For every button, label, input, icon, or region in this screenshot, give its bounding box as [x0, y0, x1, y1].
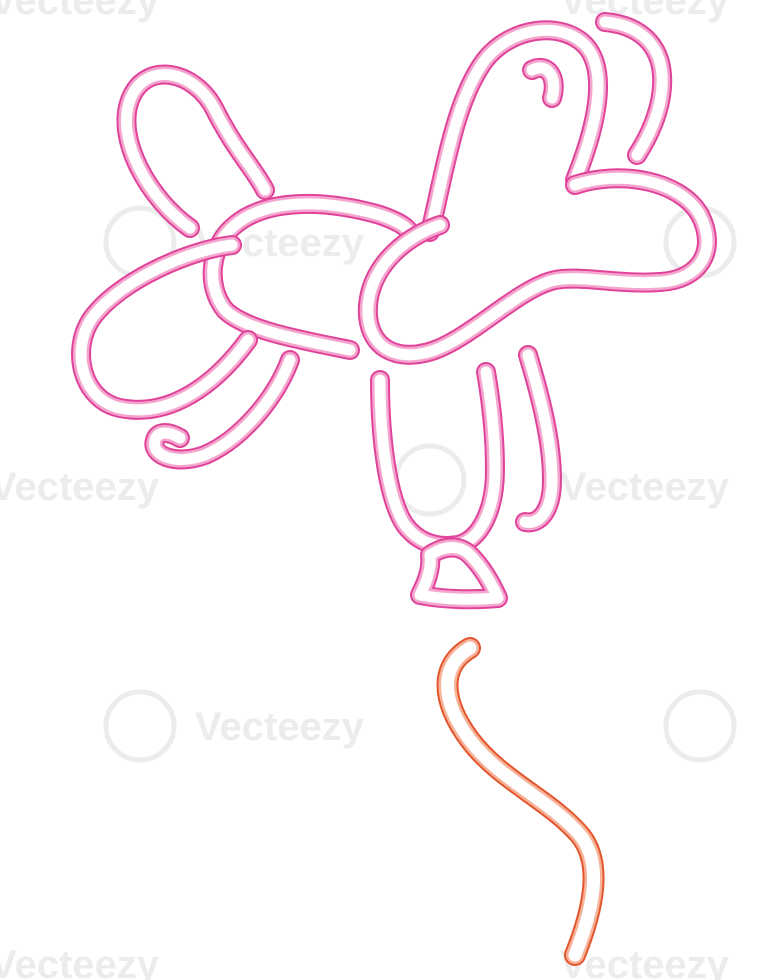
- balloon-dog: [71, 12, 717, 610]
- watermark-text: Vecteezy: [560, 0, 730, 23]
- body-balloon-layer-3: [207, 198, 418, 356]
- watermark-text: Vecteezy: [0, 0, 160, 23]
- head-balloon: [420, 20, 609, 242]
- back-paw-balloon: [144, 350, 300, 470]
- watermark-text: Vecteezy: [0, 465, 160, 509]
- snout-balloon-layer-3: [362, 172, 713, 361]
- string-ribbon-layer-3: [441, 641, 601, 962]
- back-leg-lower-balloon-layer-3: [75, 239, 254, 416]
- back-leg-lower-balloon: [71, 235, 258, 420]
- front-leg-right-balloon: [515, 345, 562, 533]
- head-balloon-layer-3: [424, 24, 604, 238]
- ear-balloon: [595, 12, 673, 165]
- balloon-knot-layer-3: [414, 542, 504, 605]
- balloon-knot: [410, 537, 508, 610]
- ear-fold-balloon-layer-3: [526, 62, 560, 104]
- snout-balloon: [357, 168, 717, 365]
- watermark-layer: Vecteezy Vecteezy Vecteezy Vecteezy Vect…: [0, 0, 737, 980]
- front-leg-right-balloon-layer-3: [519, 349, 558, 528]
- front-leg-left-balloon: [370, 362, 505, 556]
- back-paw-balloon-layer-3: [148, 354, 296, 465]
- string-ribbon-layer-1: [436, 637, 605, 966]
- body-balloon: [202, 193, 422, 360]
- back-leg-upper-balloon-layer-3: [120, 69, 271, 234]
- ear-fold-balloon: [522, 58, 564, 108]
- balloon-string: [436, 637, 605, 966]
- watermark-text: Vecteezy: [0, 943, 160, 980]
- snout-balloon-layer-1: [357, 168, 717, 365]
- string-ribbon: [436, 637, 605, 966]
- watermark-text: Vecteezy: [195, 705, 365, 749]
- watermark-text: Vecteezy: [560, 465, 730, 509]
- string-ribbon-layer-2: [438, 639, 603, 964]
- back-leg-upper-balloon: [116, 64, 275, 238]
- snout-balloon-layer-2: [359, 170, 715, 363]
- ear-balloon-layer-3: [599, 16, 668, 161]
